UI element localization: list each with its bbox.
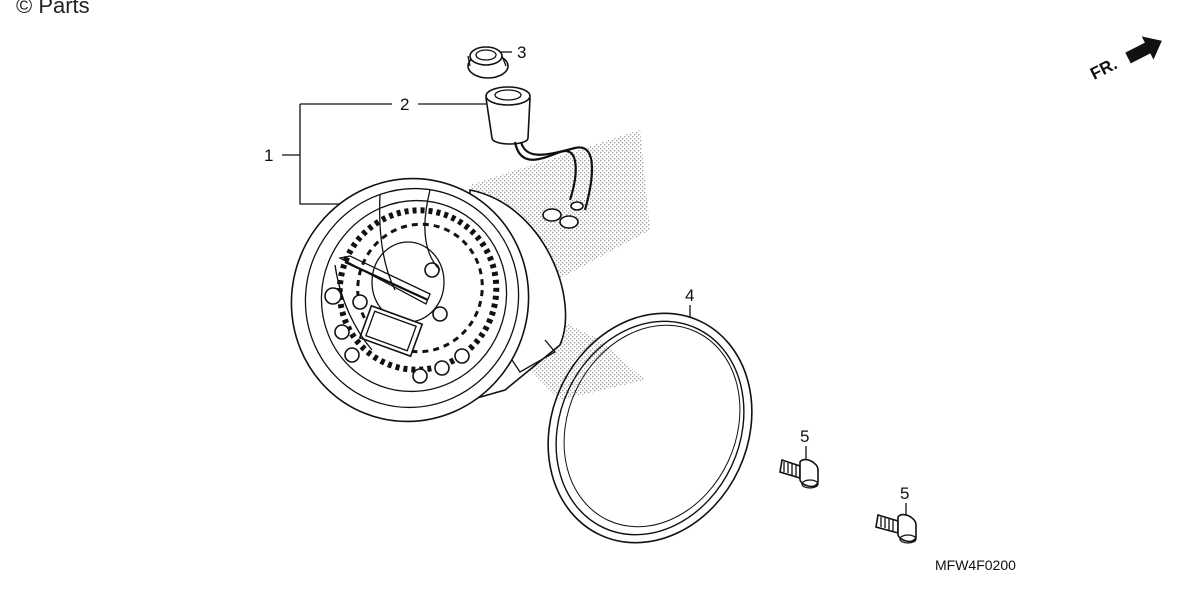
callout-label-5a: 5 xyxy=(800,427,809,446)
callout-label-1: 1 xyxy=(264,146,273,165)
callout-labels: 1 2 3 4 5 5 xyxy=(264,43,909,503)
mounting-bolt-part-b xyxy=(875,513,917,544)
front-direction-marker: FR. xyxy=(1087,36,1162,84)
diagram-code: MFW4F0200 xyxy=(935,557,1016,573)
arrow-front-icon xyxy=(1125,36,1162,64)
bulb-socket-cap-part xyxy=(467,46,509,79)
meter-gasket-ring-part xyxy=(547,312,753,544)
copyright-watermark: © Parts xyxy=(16,0,90,18)
callout-label-3: 3 xyxy=(517,43,526,62)
socket-wire-part xyxy=(485,86,594,229)
callout-leaders xyxy=(282,51,907,516)
callout-label-5b: 5 xyxy=(900,484,909,503)
mounting-bolt-part-a xyxy=(779,458,819,489)
speedometer-assembly-part xyxy=(290,177,567,423)
callout-label-2: 2 xyxy=(400,95,409,114)
callout-label-4: 4 xyxy=(685,286,694,305)
front-direction-label: FR. xyxy=(1087,54,1120,83)
